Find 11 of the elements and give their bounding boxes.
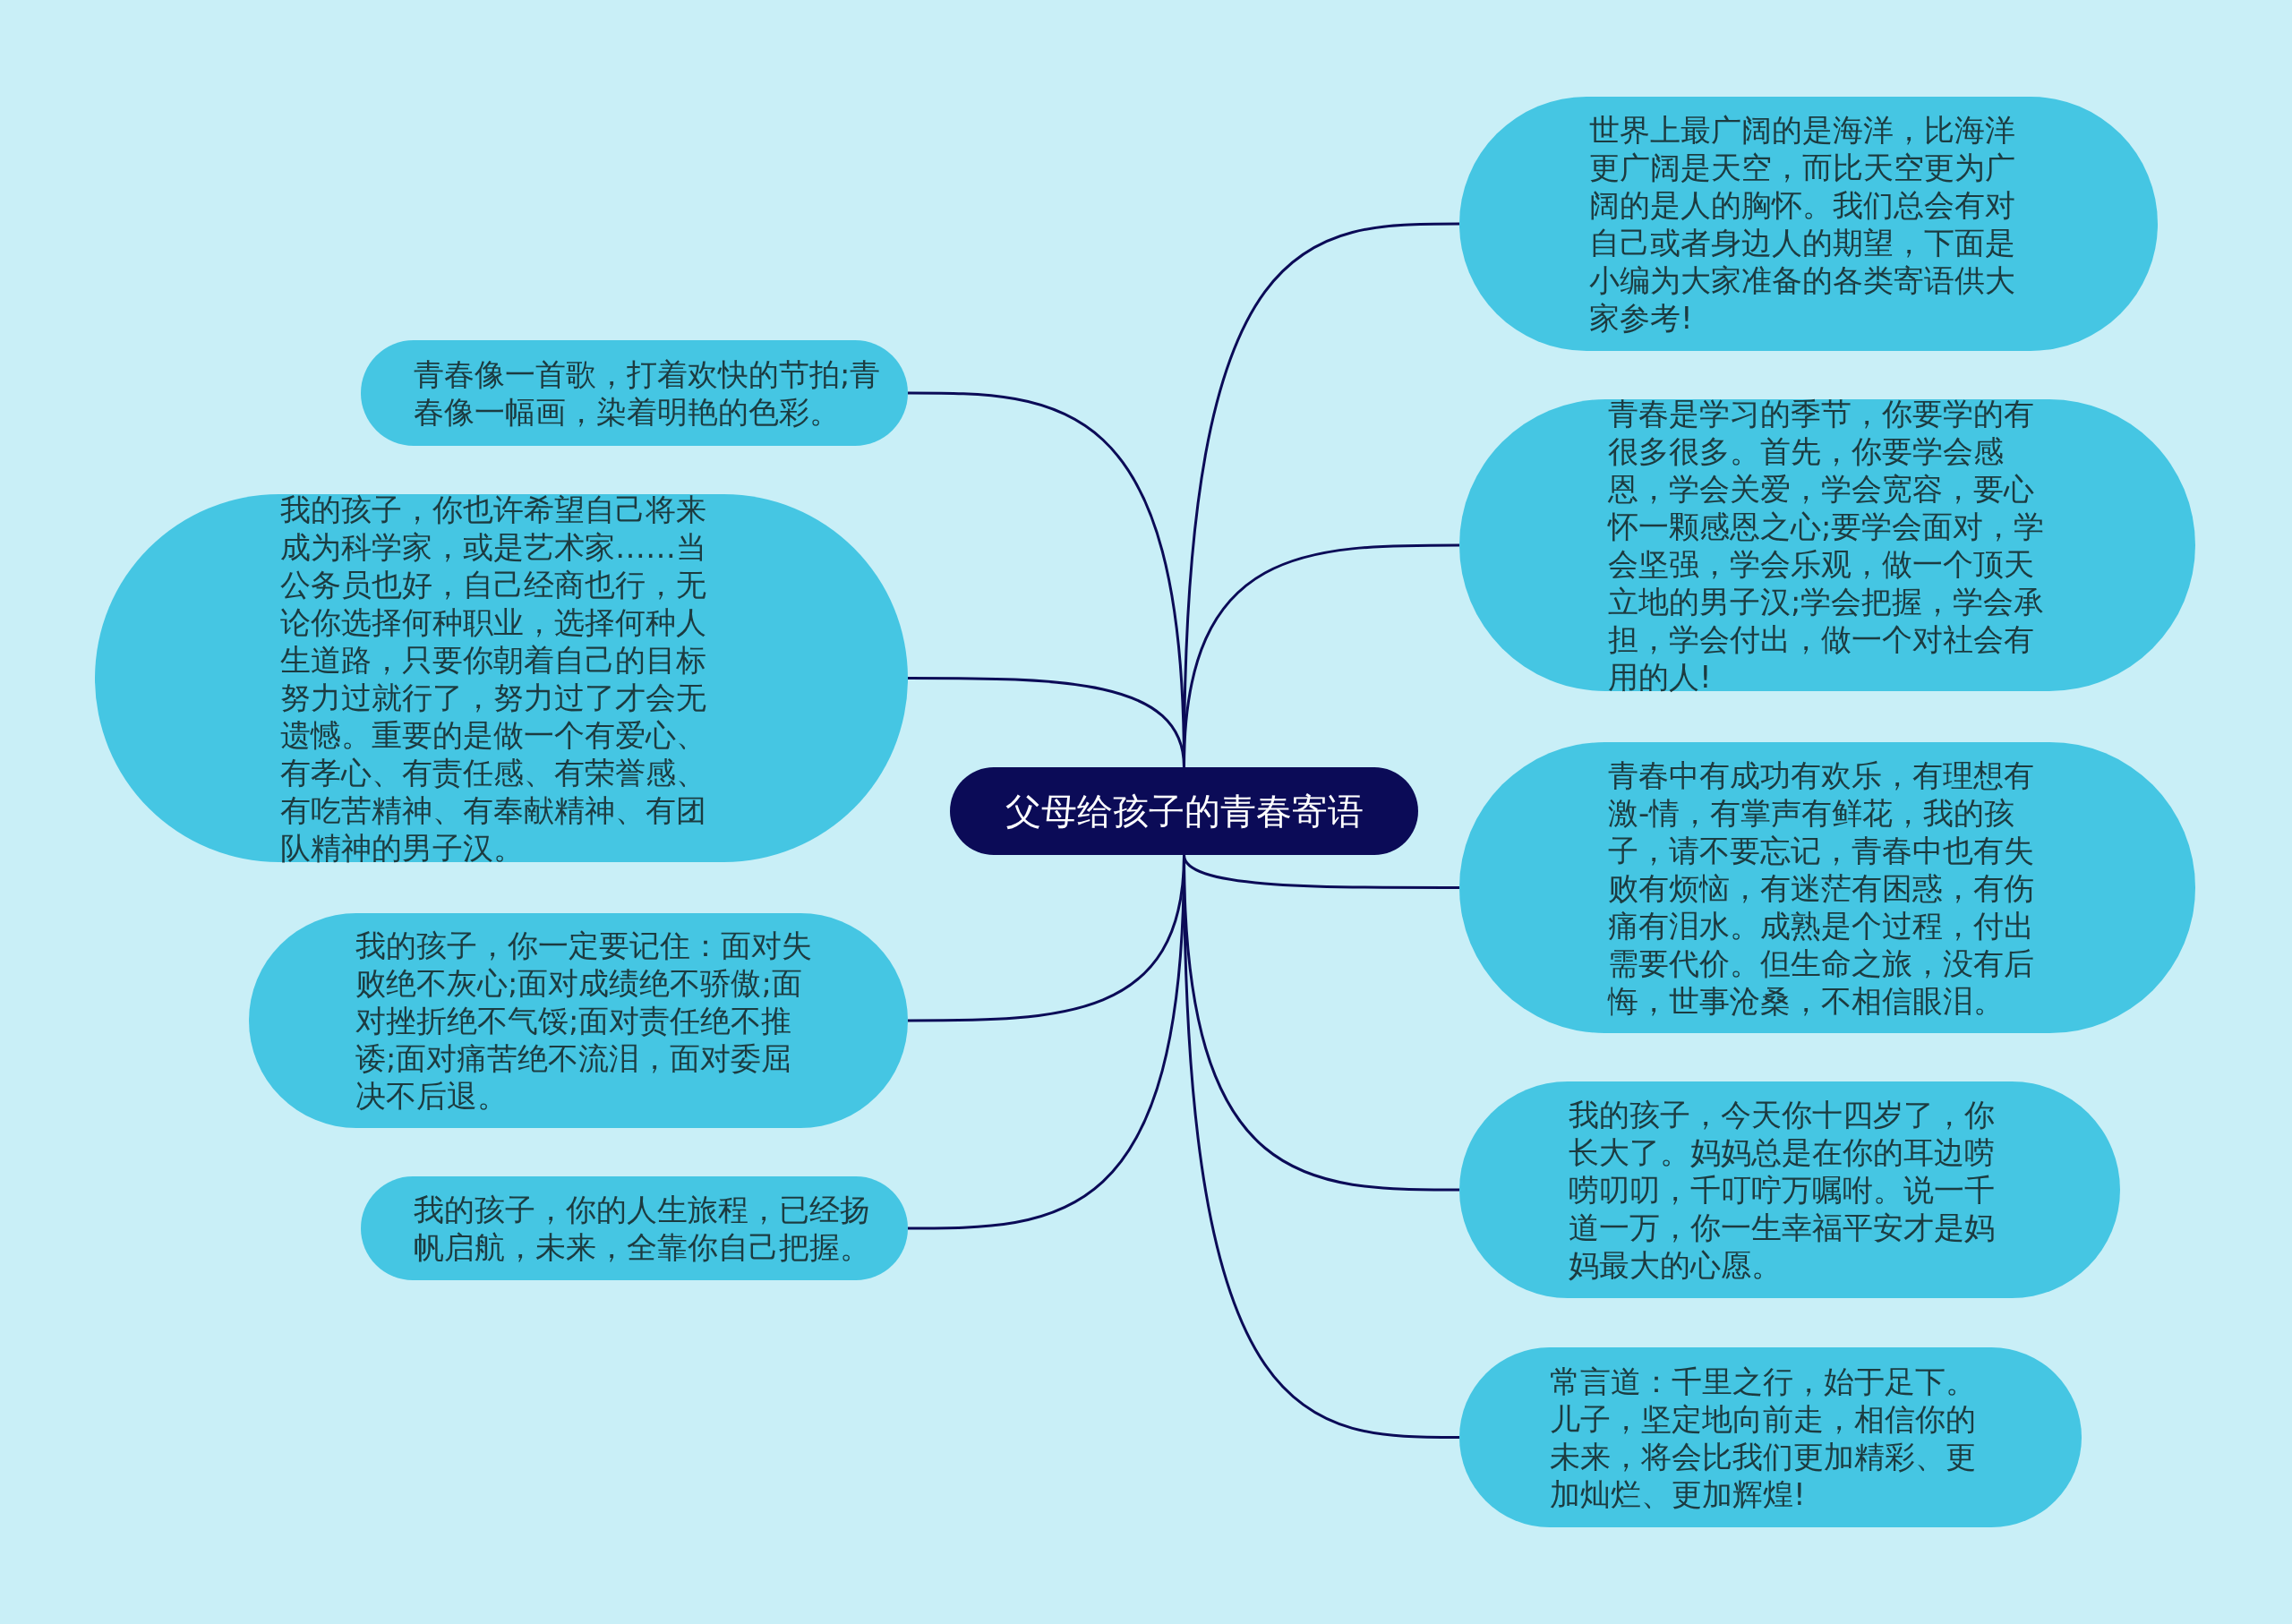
message-text: 青春像一首歌，打着欢快的节拍;青春像一幅画，染着明艳的色彩。	[414, 355, 882, 431]
message-text: 世界上最广阔的是海洋，比海洋更广阔是天空，而比天空更为广阔的是人的胸怀。我们总会有对自己或者身边人的期望，下面是小编为大家准备的各类寄语供大家参考!	[1589, 111, 2016, 337]
connector-line	[908, 677, 1185, 768]
message-text: 我的孩子，今天你十四岁了，你长大了。妈妈总是在你的耳边唠唠叨叨，千叮咛万嘱咐。说一千道一万，你一生幸福平安才是妈妈最大的心愿。	[1569, 1096, 1996, 1284]
message-text: 我的孩子，你的人生旅程，已经扬帆启航，未来，全靠你自己把握。	[414, 1191, 870, 1266]
message-text: 青春中有成功有欢乐，有理想有激-情，有掌声有鲜花，我的孩子，请不要忘记，青春中也有失败有烦恼，有迷茫有困惑，有伤痛有泪水。成熟是个过程，付出需要代价。但生命之旅，没有后悔，世事沧桑，不相信眼泪。	[1608, 756, 2035, 1020]
title-text: 父母给孩子的青春寄语	[1005, 790, 1364, 833]
message-text: 我的孩子，你一定要记住：面对失败绝不灰心;面对成绩绝不骄傲;面对挫折绝不气馁;面对责任绝不推诿;面对痛苦绝不流泪，面对委屈决不后退。	[355, 927, 812, 1115]
message-text: 我的孩子，你也许希望自己将来成为科学家，或是艺术家……当公务员也好，自己经商也行，无论你选择何种职业，选择何种人生道路，只要你朝着自己的目标努力过就行了，努力过了才会无遗憾。重要的是做一个有爱心、有孝心、有责任感、有荣誉感、有吃苦精神、有奉献精神、有团队精神的男子汉。	[280, 490, 707, 867]
message-text: 常言道：千里之行，始于足下。儿子，坚定地向前走，相信你的未来，将会比我们更加精彩、更加灿烂、更加辉煌!	[1550, 1362, 1977, 1513]
message-text: 青春是学习的季节，你要学的有很多很多。首先，你要学会感恩，学会关爱，学会宽容，要心怀一颗感恩之心;要学会面对，学会坚强，学会乐观，做一个顶天立地的男子汉;学会把握，学会承担，学会付出，做一个对社会有用的人!	[1608, 395, 2046, 696]
